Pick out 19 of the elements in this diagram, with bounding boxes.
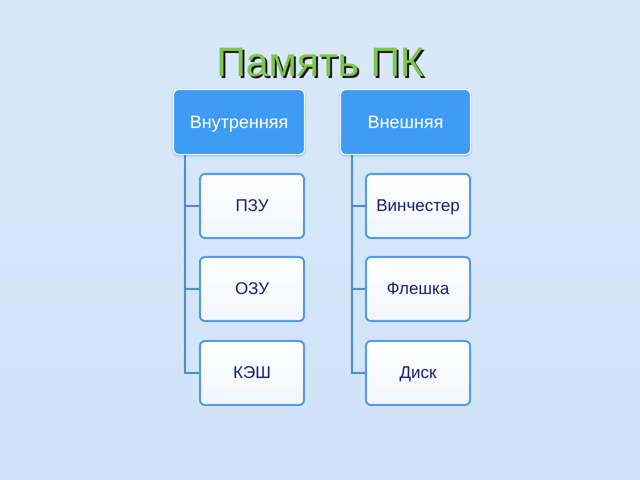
memory-type-box (199, 340, 305, 406)
memory-type-box (365, 173, 471, 239)
title: Память ПК (215, 38, 425, 86)
box-label: КЭШ (232, 363, 272, 383)
box-label: Винчестер (375, 196, 461, 216)
category-box (173, 89, 305, 155)
box-label: Диск (398, 363, 438, 383)
category-box (340, 89, 471, 155)
memory-type-box (365, 256, 471, 322)
connector-line (351, 155, 365, 374)
box-label: Внешняя (366, 112, 444, 132)
memory-type-box (365, 340, 471, 406)
box-label: Внутренняя (188, 112, 290, 132)
memory-type-box (199, 173, 305, 239)
box-label: Флешка (386, 279, 450, 299)
box-label: ОЗУ (234, 279, 270, 299)
box-label: ПЗУ (234, 196, 270, 216)
memory-type-box (199, 256, 305, 322)
connector-line (184, 155, 199, 374)
